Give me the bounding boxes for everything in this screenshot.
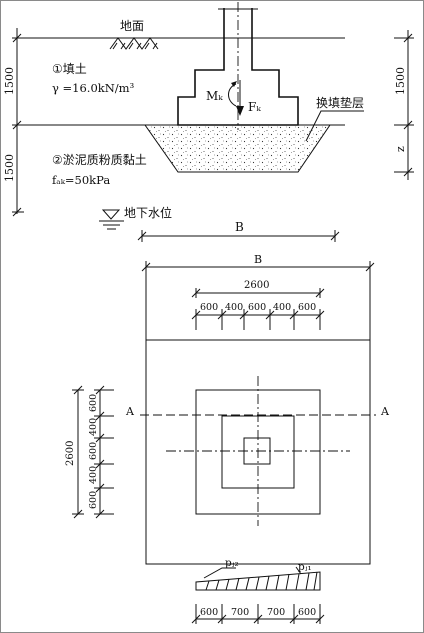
cushion-outline	[145, 339, 371, 565]
pj1-label: pⱼ₁	[298, 561, 312, 573]
plan-total-top-label: 2600	[244, 280, 269, 291]
pj1-leader	[295, 566, 302, 575]
pressure-seg-4: 600	[298, 607, 316, 618]
water-table-label: 地下水位	[124, 205, 172, 220]
force-arrowhead-icon	[236, 106, 244, 116]
water-table-icon	[99, 209, 124, 230]
plan-left-seg-1: 600	[88, 394, 99, 412]
pressure-seg-1: 600	[200, 607, 218, 618]
left-dim-lower: 1500	[3, 154, 16, 182]
ground-label: 地面	[120, 19, 144, 33]
plan-top-seg-2: 400	[225, 302, 243, 313]
section-mark-right: A	[380, 405, 390, 418]
plan-top-seg-5: 600	[298, 302, 316, 313]
right-dim-upper: 1500	[394, 67, 407, 95]
plan-top-seg-4: 400	[273, 302, 291, 313]
cushion-leader	[305, 110, 364, 142]
earth-hatch-icon	[109, 37, 159, 50]
section-mark-left: A	[125, 405, 135, 418]
plan-left-seg-4: 400	[88, 466, 99, 484]
pressure-hatch	[205, 571, 318, 591]
pj2-leader	[203, 567, 236, 579]
pressure-seg-3: 700	[267, 607, 285, 618]
layer1-name: ①填土	[52, 62, 87, 76]
layer1-gamma: γ =16.0kN/m³	[52, 81, 135, 95]
right-dim-lower: z	[394, 146, 407, 152]
force-label: Fₖ	[248, 100, 261, 114]
left-dim-upper: 1500	[3, 67, 16, 95]
plan-width-label: B	[254, 253, 262, 266]
plan-top-seg-1: 600	[200, 302, 218, 313]
pressure-dim-ticks	[191, 604, 325, 624]
plan-left-seg-2: 400	[88, 418, 99, 436]
moment-arc	[228, 83, 237, 107]
pj2-label: pⱼ₂	[225, 557, 239, 569]
pressure-diagram	[195, 571, 321, 591]
cushion-label: 换填垫层	[316, 95, 364, 110]
layer2-fak: fₐₖ=50kPa	[52, 173, 110, 187]
plan-top-seg-3: 600	[248, 302, 266, 313]
plan-segments-left-ticks	[94, 385, 114, 519]
cushion-layer	[144, 124, 331, 173]
pressure-seg-2: 700	[231, 607, 249, 618]
plan-total-left-label: 2600	[65, 441, 76, 466]
plan-left-seg-5: 600	[88, 491, 99, 509]
moment-arrowhead-icon	[231, 81, 237, 87]
moment-label: Mₖ	[206, 89, 223, 103]
plan-segments-top-ticks	[191, 309, 325, 330]
plan-left-seg-3: 600	[88, 442, 99, 460]
section-width-label: B	[235, 220, 244, 234]
layer2-name: ②淤泥质粉质黏土	[52, 153, 147, 167]
